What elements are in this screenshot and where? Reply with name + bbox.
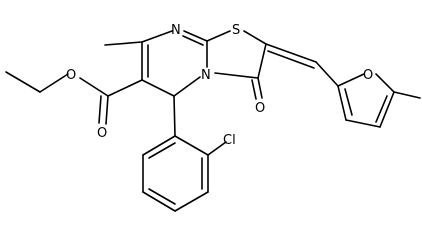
bond-n8-c8a <box>183 30 208 42</box>
bond-phenyl-4-5-double <box>148 188 176 205</box>
bond-furan-c5-c4-double <box>375 95 388 123</box>
bond-c2-ch-double <box>267 50 315 69</box>
bond-ch-furan-c2 <box>315 61 339 87</box>
bond-phenyl-cl <box>207 141 227 156</box>
bond-c5-phenyl <box>173 95 176 137</box>
bond-ether-o-ch2 <box>39 73 69 93</box>
atom-label-n-mid: N <box>201 68 211 83</box>
bond-c6-ester-c <box>107 79 143 97</box>
bond-ester-c-ether-o <box>79 77 109 97</box>
bond-c3-o-ketone <box>257 77 263 99</box>
atom-label-o-furan: O <box>363 68 373 83</box>
bond-ch2-ch3 <box>5 71 41 93</box>
atom-label-cl: Cl <box>223 133 236 148</box>
bond-c3-o-ketone-double <box>251 79 257 100</box>
bond-furan-c3-c2-double <box>344 88 353 116</box>
molecule-structure: N N S O O O O Cl <box>5 23 421 212</box>
bond-ester-c-carbonyl-o-double <box>98 95 102 124</box>
atom-label-s-ring: S <box>232 23 240 38</box>
bond-phenyl-4-5 <box>142 191 176 212</box>
bond-phenyl-6-1 <box>142 135 176 156</box>
atom-label-n-top: N <box>171 23 181 38</box>
bond-c2-c3 <box>257 43 267 79</box>
bond-phenyl-3-4 <box>174 191 209 212</box>
bond-c8a-s <box>206 30 231 42</box>
atom-label-o-ester-carbonyl: O <box>97 126 107 141</box>
bond-furan-o-c5 <box>375 73 395 93</box>
bond-phenyl-6-1-double <box>148 142 176 159</box>
bond-phenyl-1-2 <box>174 135 209 156</box>
atom-label-o-ester-ether: O <box>66 68 76 83</box>
bond-s-c2 <box>243 30 267 45</box>
bond-c5-n4 <box>173 76 201 97</box>
atom-label-o-ketone: O <box>255 101 265 116</box>
bond-furan-c5-c4 <box>379 91 395 128</box>
bond-furan-c5-methyl <box>393 91 421 99</box>
bond-c7-n8 <box>141 30 173 43</box>
bond-n8-c8a-double <box>182 35 204 46</box>
bond-furan-c4-c3 <box>345 119 381 128</box>
bond-c2-ch <box>265 43 317 63</box>
bond-c6-c5 <box>141 79 175 97</box>
bond-ester-c-carbonyl-o <box>105 95 109 125</box>
bond-furan-c3-c2 <box>337 85 347 121</box>
bond-furan-c2-o <box>337 73 365 87</box>
bond-c3-n4 <box>214 72 259 79</box>
bond-methyl-c7 <box>104 41 143 46</box>
